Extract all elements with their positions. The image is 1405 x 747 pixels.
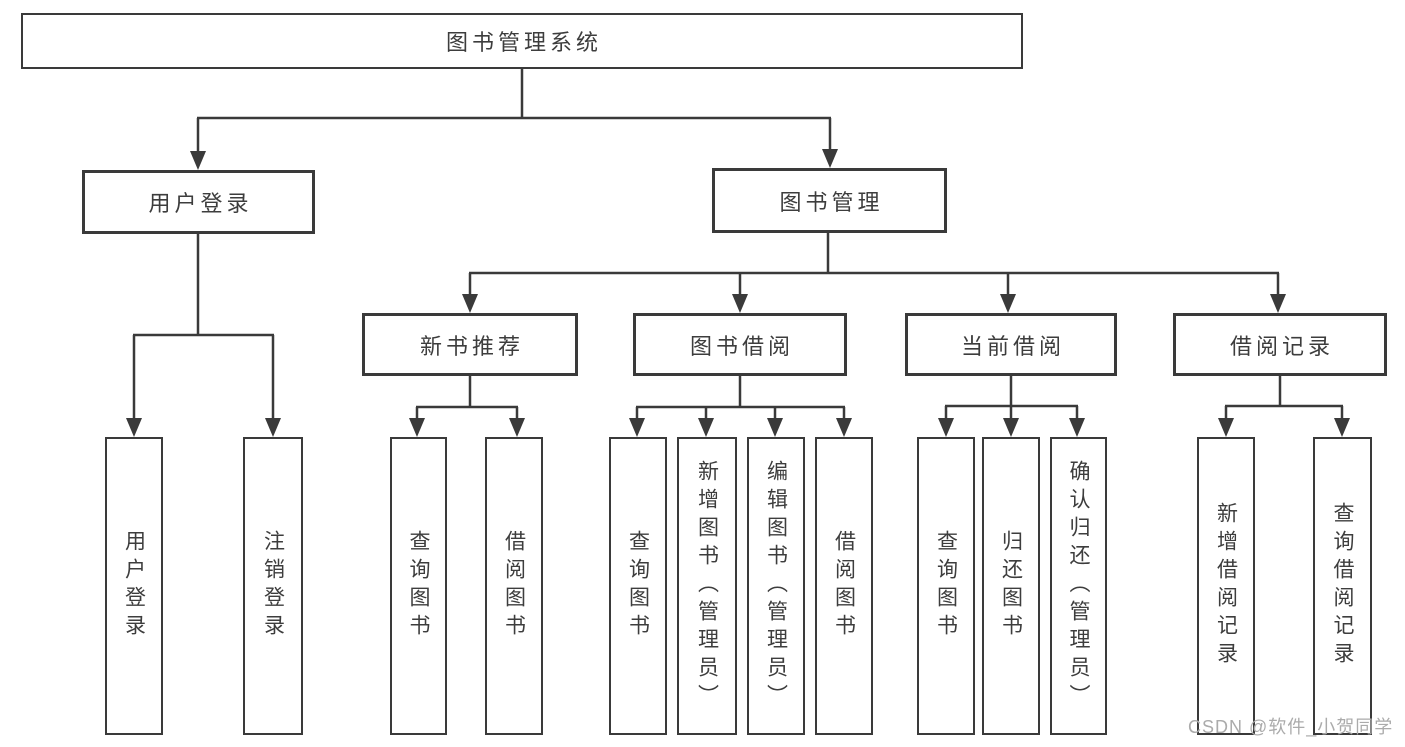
node-book-borrowing: 图书借阅 xyxy=(633,313,847,376)
leaf-query-borrow-record-label: 查询借阅记录 xyxy=(1331,502,1354,670)
leaf-recommend-query-books-label: 查询图书 xyxy=(407,530,430,642)
leaf-recommend-borrow-books: 借阅图书 xyxy=(485,437,543,735)
node-library-system: 图书管理系统 xyxy=(21,13,1023,69)
leaf-add-books-admin: 新增图书（管理员） xyxy=(677,437,737,735)
node-user-login: 用户登录 xyxy=(82,170,315,234)
leaf-recommend-query-books: 查询图书 xyxy=(390,437,447,735)
leaf-return-books: 归还图书 xyxy=(982,437,1040,735)
leaf-add-borrow-record-label: 新增借阅记录 xyxy=(1214,502,1238,670)
node-current-borrowing: 当前借阅 xyxy=(905,313,1117,376)
node-new-book-recommendation: 新书推荐 xyxy=(362,313,578,376)
leaf-logout-label: 注销登录 xyxy=(261,530,285,642)
node-borrowing-records: 借阅记录 xyxy=(1173,313,1387,376)
leaf-add-books-admin-label: 新增图书（管理员） xyxy=(695,460,719,712)
watermark: CSDN @软件_小贺同学 xyxy=(1188,717,1394,737)
leaf-edit-books-admin: 编辑图书（管理员） xyxy=(747,437,805,735)
leaf-add-borrow-record: 新增借阅记录 xyxy=(1197,437,1255,735)
leaf-confirm-return-admin: 确认归还（管理员） xyxy=(1050,437,1107,735)
leaf-return-books-label: 归还图书 xyxy=(999,530,1023,642)
leaf-query-borrow-record: 查询借阅记录 xyxy=(1313,437,1372,735)
node-book-management: 图书管理 xyxy=(712,168,947,233)
leaf-logout: 注销登录 xyxy=(243,437,303,735)
leaf-confirm-return-admin-label: 确认归还（管理员） xyxy=(1067,460,1090,712)
leaf-edit-books-admin-label: 编辑图书（管理员） xyxy=(764,460,788,712)
leaf-borrow-query-books-label: 查询图书 xyxy=(626,530,650,642)
leaf-user-login: 用户登录 xyxy=(105,437,163,735)
leaf-borrow-books: 借阅图书 xyxy=(815,437,873,735)
leaf-borrow-query-books: 查询图书 xyxy=(609,437,667,735)
leaf-current-query-books: 查询图书 xyxy=(917,437,975,735)
leaf-current-query-books-label: 查询图书 xyxy=(934,530,958,642)
leaf-borrow-books-label: 借阅图书 xyxy=(832,530,856,642)
leaf-recommend-borrow-books-label: 借阅图书 xyxy=(502,530,526,642)
leaf-user-login-label: 用户登录 xyxy=(122,530,146,642)
